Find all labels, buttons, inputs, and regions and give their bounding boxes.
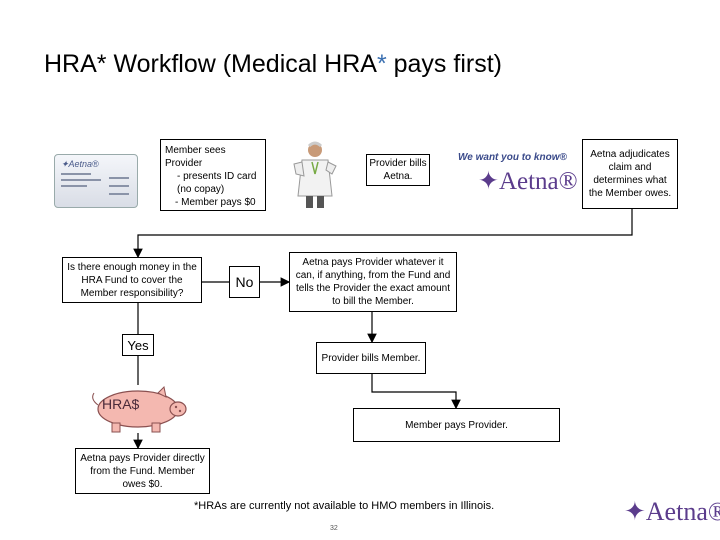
member-sees-provider-box: Member sees Provider - presents ID card …	[160, 139, 266, 211]
card-line	[109, 177, 129, 179]
page-title: HRA* Workflow (Medical HRA* pays first)	[44, 50, 502, 78]
aetna-slogan: We want you to know®	[458, 152, 567, 163]
card-line	[61, 173, 91, 175]
footnote: *HRAs are currently not available to HMO…	[194, 500, 495, 512]
provider-bills-aetna-box: Provider bills Aetna.	[366, 154, 430, 186]
aetna-pays-from-fund-box: Aetna pays Provider directly from the Fu…	[75, 448, 210, 494]
doctor-icon	[293, 141, 337, 208]
member-pays-provider-box: Member pays Provider.	[353, 408, 560, 442]
card-line	[109, 185, 129, 187]
piggy-bank-icon	[92, 385, 187, 433]
enough-money-question-box: Is there enough money in the HRA Fund to…	[62, 257, 202, 303]
hra-fund-label: HRA$	[102, 396, 140, 412]
aetna-id-card-icon: ✦Aetna®	[54, 154, 138, 208]
no-label: No	[229, 266, 260, 298]
card-line	[61, 179, 101, 181]
provider-bills-member-box: Provider bills Member.	[316, 342, 426, 374]
aetna-logo: ✦Aetna®	[478, 168, 578, 195]
card-line	[61, 185, 87, 187]
card-line	[109, 193, 129, 195]
yes-label: Yes	[122, 334, 154, 356]
aetna-pays-whatever-box: Aetna pays Provider whatever it can, if …	[289, 252, 457, 312]
card-brand: ✦Aetna®	[61, 159, 99, 169]
aetna-adjudicates-box: Aetna adjudicates claim and determines w…	[582, 139, 678, 209]
aetna-logo-footer: ✦Aetna®	[624, 497, 720, 526]
page-number: 32	[330, 525, 338, 532]
